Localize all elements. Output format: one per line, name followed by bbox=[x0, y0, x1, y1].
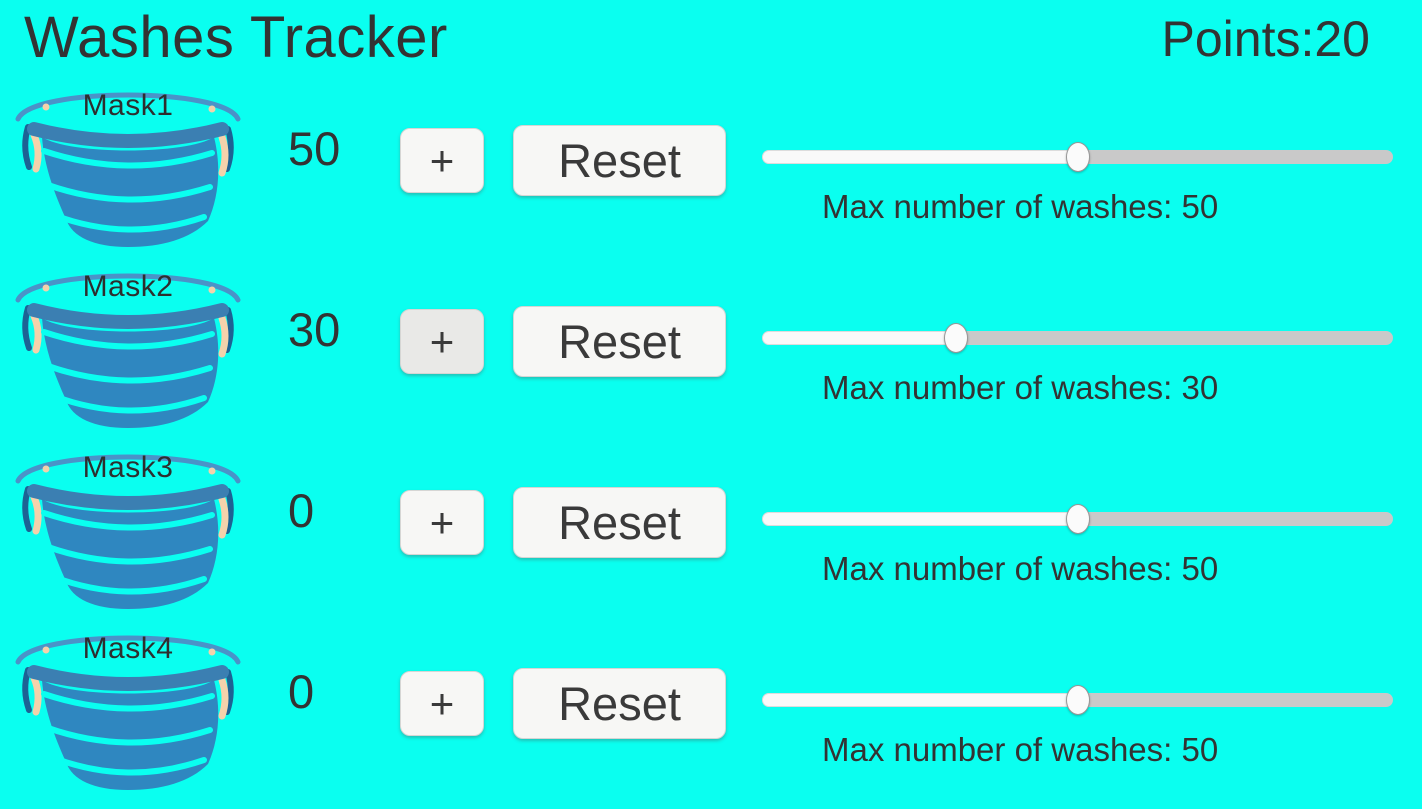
slider-fill bbox=[762, 693, 1078, 707]
mask-name-label: Mask4 bbox=[82, 632, 174, 665]
max-washes-label: Max number of washes: 50 bbox=[822, 550, 1219, 587]
mask-row-1: Mask1 50 + Reset Max number of washes: 5… bbox=[0, 85, 1422, 266]
mask-row-4: Mask4 0 + Reset Max number of washes: 50 bbox=[0, 628, 1422, 809]
max-washes-label: Max number of washes: 50 bbox=[822, 188, 1219, 225]
points-label: Points: bbox=[1161, 11, 1315, 67]
increment-button[interactable]: + bbox=[400, 671, 484, 736]
mask-name-label: Mask1 bbox=[82, 89, 174, 122]
increment-button[interactable]: + bbox=[400, 128, 484, 193]
mask-row-3: Mask3 0 + Reset Max number of washes: 50 bbox=[0, 447, 1422, 628]
slider-thumb[interactable] bbox=[1065, 142, 1090, 172]
points-value: 20 bbox=[1314, 11, 1370, 67]
page-title: Washes Tracker bbox=[24, 5, 448, 70]
max-washes-label: Max number of washes: 50 bbox=[822, 731, 1219, 768]
wash-count: 50 bbox=[288, 122, 341, 175]
slider-fill bbox=[762, 331, 957, 345]
mask-name-label: Mask2 bbox=[82, 270, 174, 303]
max-washes-slider[interactable] bbox=[762, 497, 1393, 541]
reset-button[interactable]: Reset bbox=[513, 668, 726, 739]
max-washes-label: Max number of washes: 30 bbox=[822, 369, 1219, 406]
slider-fill bbox=[762, 150, 1078, 164]
mask-icon: Mask2 bbox=[14, 266, 242, 434]
mask-icon: Mask3 bbox=[14, 447, 242, 615]
mask-icon: Mask1 bbox=[14, 85, 242, 253]
wash-count: 0 bbox=[288, 665, 315, 718]
max-washes-slider[interactable] bbox=[762, 316, 1393, 360]
increment-button[interactable]: + bbox=[400, 309, 484, 374]
points-display: Points:20 bbox=[1162, 10, 1370, 68]
max-washes-slider[interactable] bbox=[762, 678, 1393, 722]
wash-count: 30 bbox=[288, 303, 341, 356]
reset-button[interactable]: Reset bbox=[513, 306, 726, 377]
increment-button[interactable]: + bbox=[400, 490, 484, 555]
mask-icon: Mask4 bbox=[14, 628, 242, 796]
wash-count: 0 bbox=[288, 484, 315, 537]
reset-button[interactable]: Reset bbox=[513, 487, 726, 558]
max-washes-slider[interactable] bbox=[762, 135, 1393, 179]
slider-fill bbox=[762, 512, 1078, 526]
mask-name-label: Mask3 bbox=[82, 451, 174, 484]
mask-row-2: Mask2 30 + Reset Max number of washes: 3… bbox=[0, 266, 1422, 447]
reset-button[interactable]: Reset bbox=[513, 125, 726, 196]
slider-thumb[interactable] bbox=[944, 323, 969, 353]
slider-thumb[interactable] bbox=[1065, 504, 1090, 534]
slider-thumb[interactable] bbox=[1065, 685, 1090, 715]
